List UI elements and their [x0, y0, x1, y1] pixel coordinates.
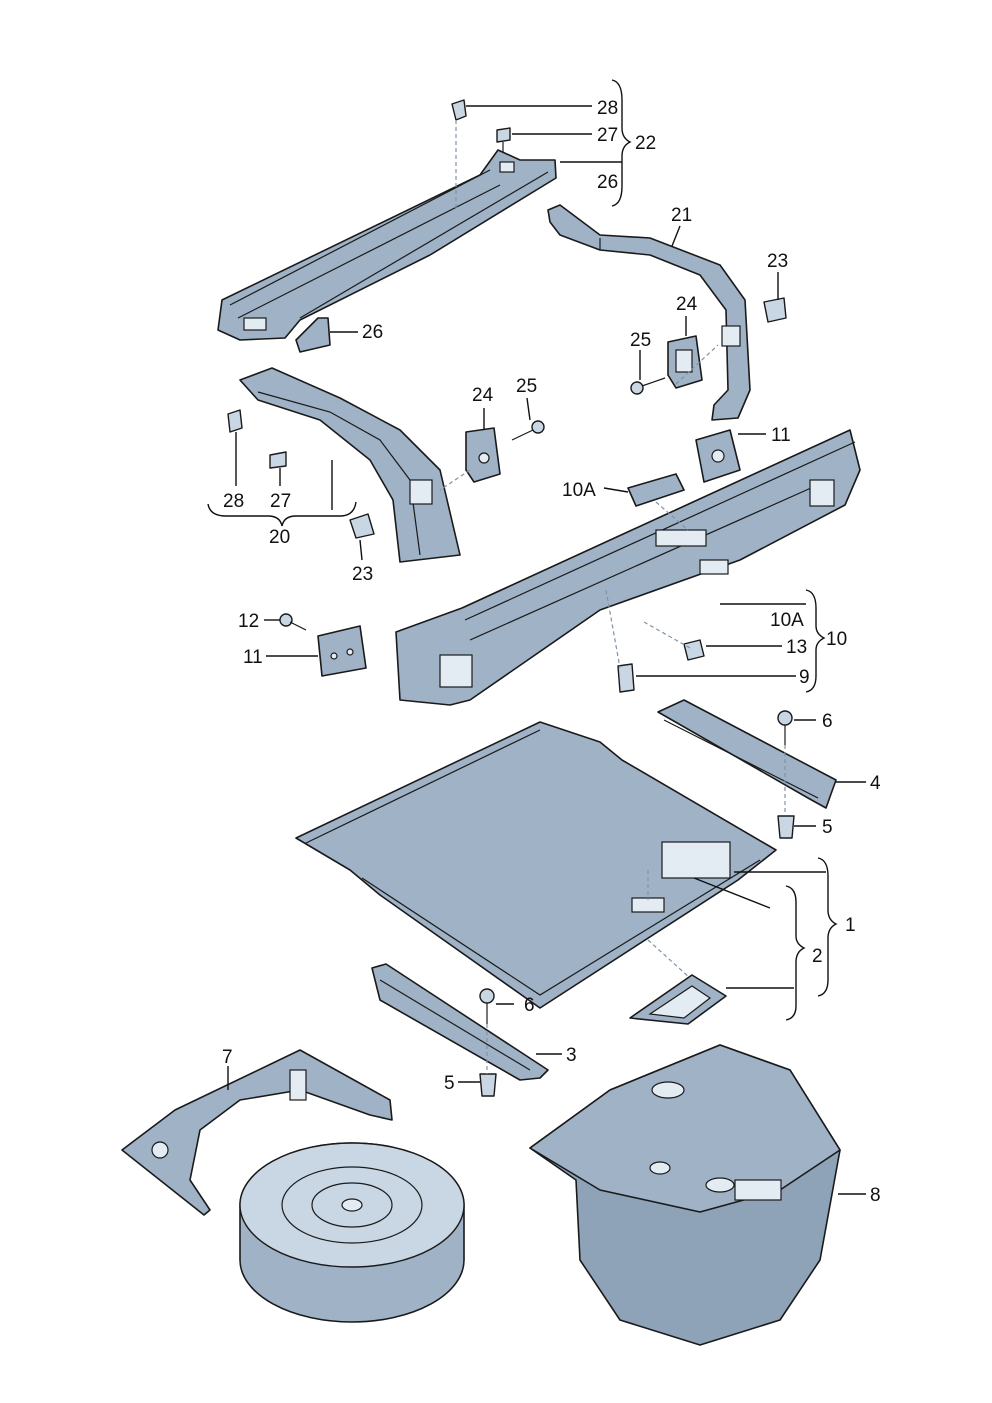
latch-10a	[627, 473, 685, 507]
callout-12: 12	[238, 611, 259, 632]
clip-23-upper	[763, 297, 787, 323]
callout-10a-top: 10A	[562, 480, 596, 501]
wheel-well-8	[529, 1044, 841, 1346]
callout-21: 21	[671, 205, 692, 226]
screw-25-left	[511, 420, 545, 441]
screw-6-left	[479, 988, 495, 1024]
clip-28-left	[227, 409, 243, 433]
callout-11-upper: 11	[771, 425, 791, 446]
strip-3	[371, 963, 549, 1081]
callout-7: 7	[222, 1047, 233, 1068]
callout-4: 4	[870, 773, 881, 794]
floor-cover-1	[295, 721, 777, 1009]
callout-25-right: 25	[630, 330, 651, 351]
bracket-11-upper	[695, 429, 741, 483]
callout-5-left: 5	[444, 1073, 455, 1094]
group-braces	[207, 79, 838, 1021]
callout-26-lower: 26	[362, 322, 383, 343]
retainer-24-left	[465, 427, 501, 483]
callout-13: 13	[786, 637, 807, 658]
callout-10a-right: 10A	[770, 610, 804, 631]
callout-28-left: 28	[223, 491, 244, 512]
strip-4	[657, 699, 837, 809]
trim-strip-upper-left	[217, 149, 557, 341]
clip-28-top	[451, 99, 467, 121]
callout-11-lower: 11	[243, 647, 263, 668]
clip-5-left	[479, 1073, 497, 1097]
callout-23-right: 23	[767, 251, 788, 272]
screw-25-upper	[630, 377, 666, 395]
callout-6-left: 6	[524, 995, 535, 1016]
callout-6-right: 6	[822, 711, 833, 732]
clip-23-left	[349, 513, 375, 539]
bracket-26-lower	[295, 317, 331, 353]
bracket-11-lower	[317, 625, 367, 677]
trim-panel-20	[239, 367, 461, 563]
callout-23-left: 23	[352, 564, 373, 585]
callout-3: 3	[566, 1045, 577, 1066]
callout-24-right: 24	[676, 294, 698, 315]
callout-24-left: 24	[472, 385, 494, 406]
rear-trim-panel-10	[395, 429, 861, 706]
callout-27-top: 27	[597, 125, 618, 146]
clip-5-right	[777, 815, 795, 839]
callout-22: 22	[635, 133, 656, 154]
foam-insert-7	[121, 1049, 393, 1216]
screw-6-right	[777, 710, 793, 745]
callout-10: 10	[826, 629, 847, 650]
screw-27-top	[496, 127, 511, 152]
callout-8: 8	[870, 1185, 881, 1206]
callout-20: 20	[269, 527, 290, 548]
clip-9	[617, 663, 635, 693]
screw-12	[279, 613, 307, 631]
callout-labels: 28 27 22 26 21 23 26 24 25 24 25 11 10A …	[222, 98, 881, 1206]
callout-2: 2	[812, 946, 823, 967]
retainer-24-upper	[667, 335, 703, 389]
trim-panel-21	[547, 204, 751, 421]
screw-13	[683, 639, 705, 661]
leader-lines	[227, 105, 866, 1195]
callout-9: 9	[799, 667, 810, 688]
screw-27-left	[269, 451, 287, 469]
callout-27-left: 27	[270, 491, 291, 512]
callout-25-left: 25	[516, 376, 537, 397]
callout-5-right: 5	[822, 817, 833, 838]
spare-wheel	[239, 1142, 465, 1323]
callout-26-top: 26	[597, 172, 618, 193]
frame-2	[629, 974, 727, 1025]
callout-28-top: 28	[597, 98, 618, 119]
callout-1: 1	[845, 915, 856, 936]
